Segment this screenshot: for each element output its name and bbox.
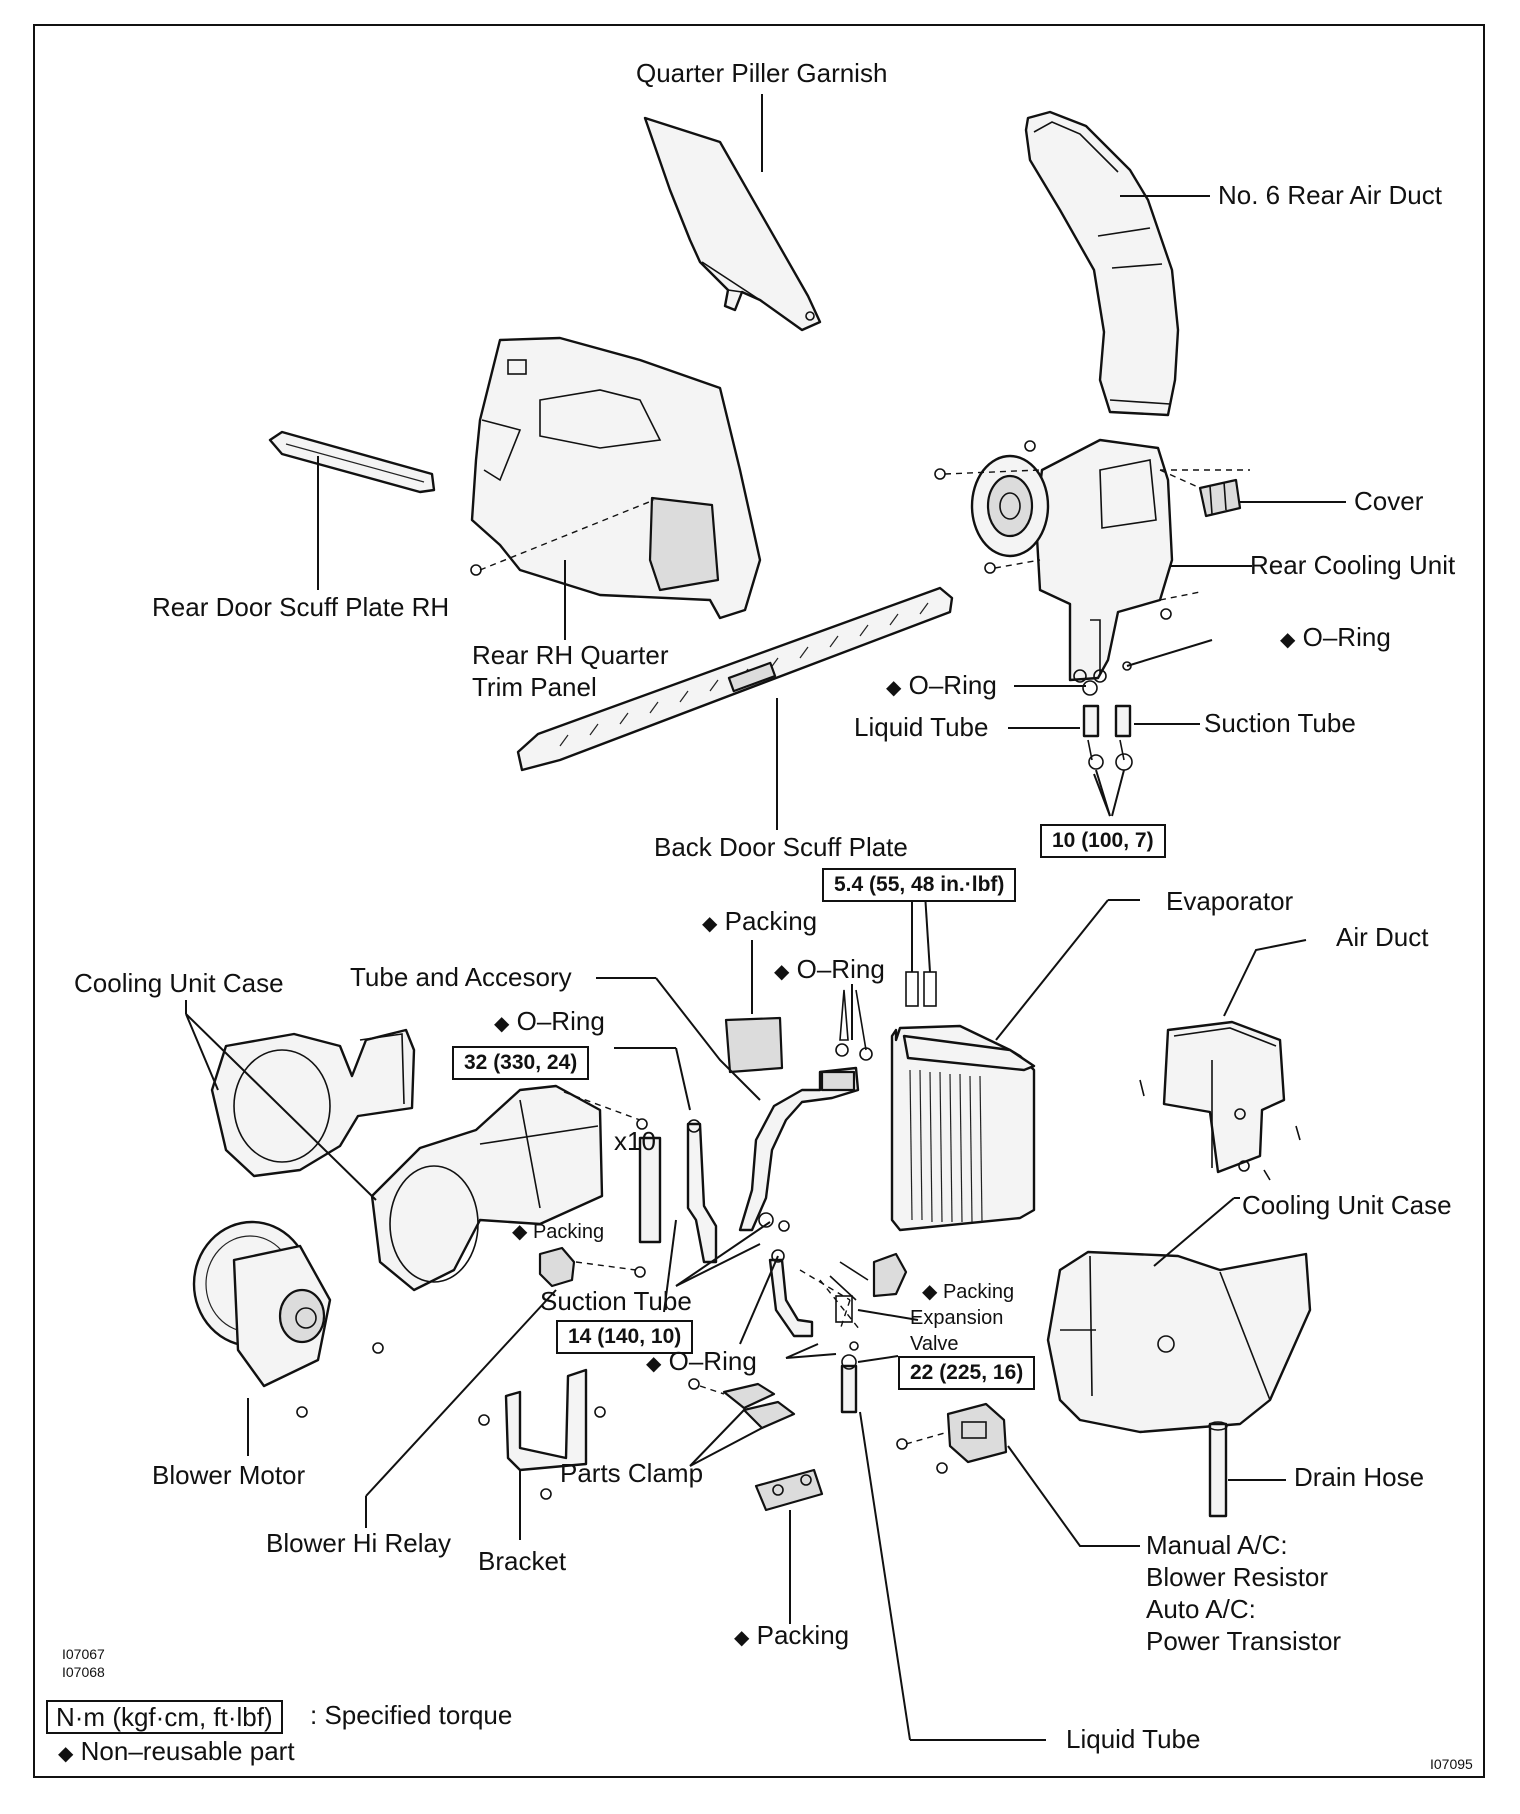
label-manual-ac: Manual A/C: (1146, 1530, 1288, 1560)
nonreusable-diamond-icon: ◆ (494, 1013, 510, 1035)
cooling-unit-case-left-part (210, 1028, 416, 1178)
label-o-ring-evap: ◆ O–Ring (774, 954, 885, 984)
torque-box-32: 32 (330, 24) (452, 1046, 590, 1080)
blower-resistor-part (896, 1402, 1140, 1547)
label-evaporator: Evaporator (1166, 886, 1294, 916)
rear-rh-quarter-trim-panel-part (470, 336, 762, 640)
label-o-ring-right: ◆ O–Ring (1280, 622, 1391, 652)
label-o-ring-lower: ◆ O–Ring (646, 1346, 757, 1376)
label-o-ring-mid: ◆ O–Ring (886, 670, 997, 700)
packing-top-part (724, 940, 784, 1074)
upper-tubes (1008, 639, 1213, 817)
figure-code-1: I07067 (62, 1646, 105, 1662)
nonreusable-diamond-icon: ◆ (734, 1627, 750, 1649)
label-bracket: Bracket (478, 1546, 567, 1576)
no6-rear-air-duct-part (1024, 110, 1210, 417)
label-no6-rear-air-duct: No. 6 Rear Air Duct (1218, 180, 1442, 210)
label-expansion-valve-line1: Expansion (910, 1307, 1004, 1329)
label-liquid-tube-lower: Liquid Tube (1066, 1724, 1201, 1754)
label-blower-resistor: Blower Resistor (1146, 1562, 1329, 1592)
nonreusable-diamond-icon: ◆ (886, 677, 902, 699)
label-drain-hose: Drain Hose (1294, 1462, 1425, 1492)
bracket-part (478, 1368, 606, 1540)
label-packing-top: ◆ Packing (702, 906, 818, 936)
nonreusable-diamond-icon: ◆ (1280, 629, 1296, 651)
torque-box-14: 14 (140, 10) (556, 1320, 694, 1354)
diagram-frame (33, 24, 1485, 1778)
torque-box-5-4: 5.4 (55, 48 in.·lbf) (822, 868, 1017, 902)
lower-liquid-tube-part (768, 1220, 1046, 1741)
back-door-scuff-plate-part (516, 586, 954, 830)
air-duct-part (1139, 939, 1307, 1181)
rear-cooling-unit-part (934, 438, 1252, 683)
label-suction-tube-lower: Suction Tube (540, 1286, 692, 1316)
label-o-ring-left: ◆ O–Ring (494, 1006, 605, 1036)
expansion-valve-part (819, 1252, 919, 1331)
figure-code-3: I07095 (1430, 1756, 1473, 1772)
label-rear-rh-quarter-trim-panel-line2: Trim Panel (472, 672, 597, 702)
label-tube-and-accesory: Tube and Accesory (350, 962, 572, 992)
label-blower-motor: Blower Motor (152, 1460, 306, 1490)
quarter-piller-garnish-part (643, 94, 822, 332)
legend-torque-text: : Specified torque (310, 1700, 513, 1730)
torque-leaders (675, 773, 1111, 1363)
blower-hi-relay-part (365, 1246, 646, 1528)
label-air-duct: Air Duct (1336, 922, 1429, 952)
label-cover: Cover (1354, 486, 1424, 516)
torque-box-22: 22 (225, 16) (898, 1356, 1036, 1390)
label-liquid-tube-upper: Liquid Tube (854, 712, 989, 742)
blower-motor-part (192, 1220, 384, 1456)
cover-part (1159, 469, 1346, 518)
label-packing-small-right: ◆ Packing (922, 1281, 1015, 1303)
suction-tube-lower-part (614, 1047, 718, 1313)
label-packing-small-left: ◆ Packing (512, 1221, 605, 1243)
label-back-door-scuff-plate: Back Door Scuff Plate (654, 832, 908, 862)
nonreusable-diamond-icon: ◆ (512, 1221, 528, 1243)
nonreusable-diamond-icon: ◆ (58, 1743, 74, 1765)
label-auto-ac: Auto A/C: (1146, 1594, 1256, 1624)
cooling-unit-case-center-part (370, 1084, 648, 1292)
cooling-unit-case-leaders (185, 1000, 377, 1201)
nonreusable-diamond-icon: ◆ (702, 913, 718, 935)
label-parts-clamp: Parts Clamp (560, 1458, 704, 1488)
label-x10: x10 (614, 1126, 656, 1156)
label-blower-hi-relay: Blower Hi Relay (266, 1528, 451, 1558)
drain-hose-part (1208, 1421, 1286, 1518)
rear-door-scuff-plate-rh-part (268, 430, 436, 590)
label-rear-rh-quarter-trim-panel-line1: Rear RH Quarter (472, 640, 669, 670)
cooling-unit-case-right-part (1046, 1197, 1312, 1434)
parts-clamp-part (688, 1378, 796, 1467)
evaporator-part (890, 899, 1140, 1232)
tube-and-accesory-part (596, 977, 860, 1232)
label-expansion-valve-line2: Valve (910, 1333, 959, 1355)
legend-torque-unit-box: N·m (kgf·cm, ft·lbf) (46, 1700, 283, 1734)
legend-nonreusable: ◆ Non–reusable part (58, 1736, 295, 1766)
torque-box-10: 10 (100, 7) (1040, 824, 1166, 858)
label-packing-bottom: ◆ Packing (734, 1620, 850, 1650)
label-quarter-piller-garnish: Quarter Piller Garnish (636, 58, 888, 88)
o-ring-evap-parts (835, 984, 873, 1061)
figure-code-2: I07068 (62, 1664, 105, 1680)
nonreusable-diamond-icon: ◆ (922, 1281, 938, 1303)
label-suction-tube-upper: Suction Tube (1204, 708, 1356, 738)
packing-bottom-part (754, 1468, 824, 1624)
label-rear-door-scuff-plate-rh: Rear Door Scuff Plate RH (152, 592, 450, 622)
label-power-transistor: Power Transistor (1146, 1626, 1342, 1656)
nonreusable-diamond-icon: ◆ (646, 1353, 662, 1375)
nonreusable-diamond-icon: ◆ (774, 961, 790, 983)
label-rear-cooling-unit: Rear Cooling Unit (1250, 550, 1456, 580)
label-cooling-unit-case-right: Cooling Unit Case (1242, 1190, 1452, 1220)
label-cooling-unit-case-left: Cooling Unit Case (74, 968, 284, 998)
